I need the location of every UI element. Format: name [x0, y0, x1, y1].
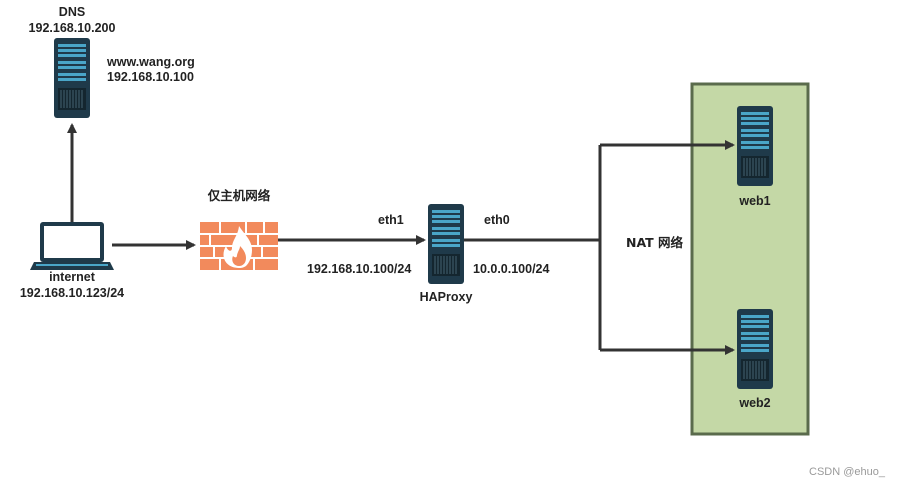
haproxy-server-icon: [427, 203, 465, 285]
haproxy-eth1-ip: 192.168.10.100/24: [307, 262, 412, 276]
dns-title: DNS: [58, 5, 86, 19]
web1-name: web1: [739, 194, 771, 208]
web2-name: web2: [739, 396, 771, 410]
dns-server-icon: [53, 37, 91, 119]
dns-ip: 192.168.10.200: [28, 21, 116, 35]
firewall-icon: [200, 222, 278, 270]
web2-server-icon: [736, 308, 774, 390]
client-ip: 192.168.10.123/24: [19, 286, 125, 300]
haproxy-name: HAProxy: [419, 290, 473, 304]
dns-domain: www.wang.org: [107, 55, 195, 69]
laptop-icon: [30, 222, 114, 270]
web1-server-icon: [736, 105, 774, 187]
haproxy-eth0-ip: 10.0.0.100/24: [473, 262, 550, 276]
nat-label: NAT 网络: [626, 235, 684, 250]
client-name: internet: [49, 270, 95, 284]
haproxy-eth1-label: eth1: [378, 213, 404, 227]
firewall-label: 仅主机网络: [207, 188, 271, 203]
watermark-text: CSDN @ehuo_: [809, 466, 885, 478]
haproxy-eth0-label: eth0: [484, 213, 510, 227]
connectors: [67, 123, 735, 355]
dns-domain-ip: 192.168.10.100: [107, 70, 194, 84]
